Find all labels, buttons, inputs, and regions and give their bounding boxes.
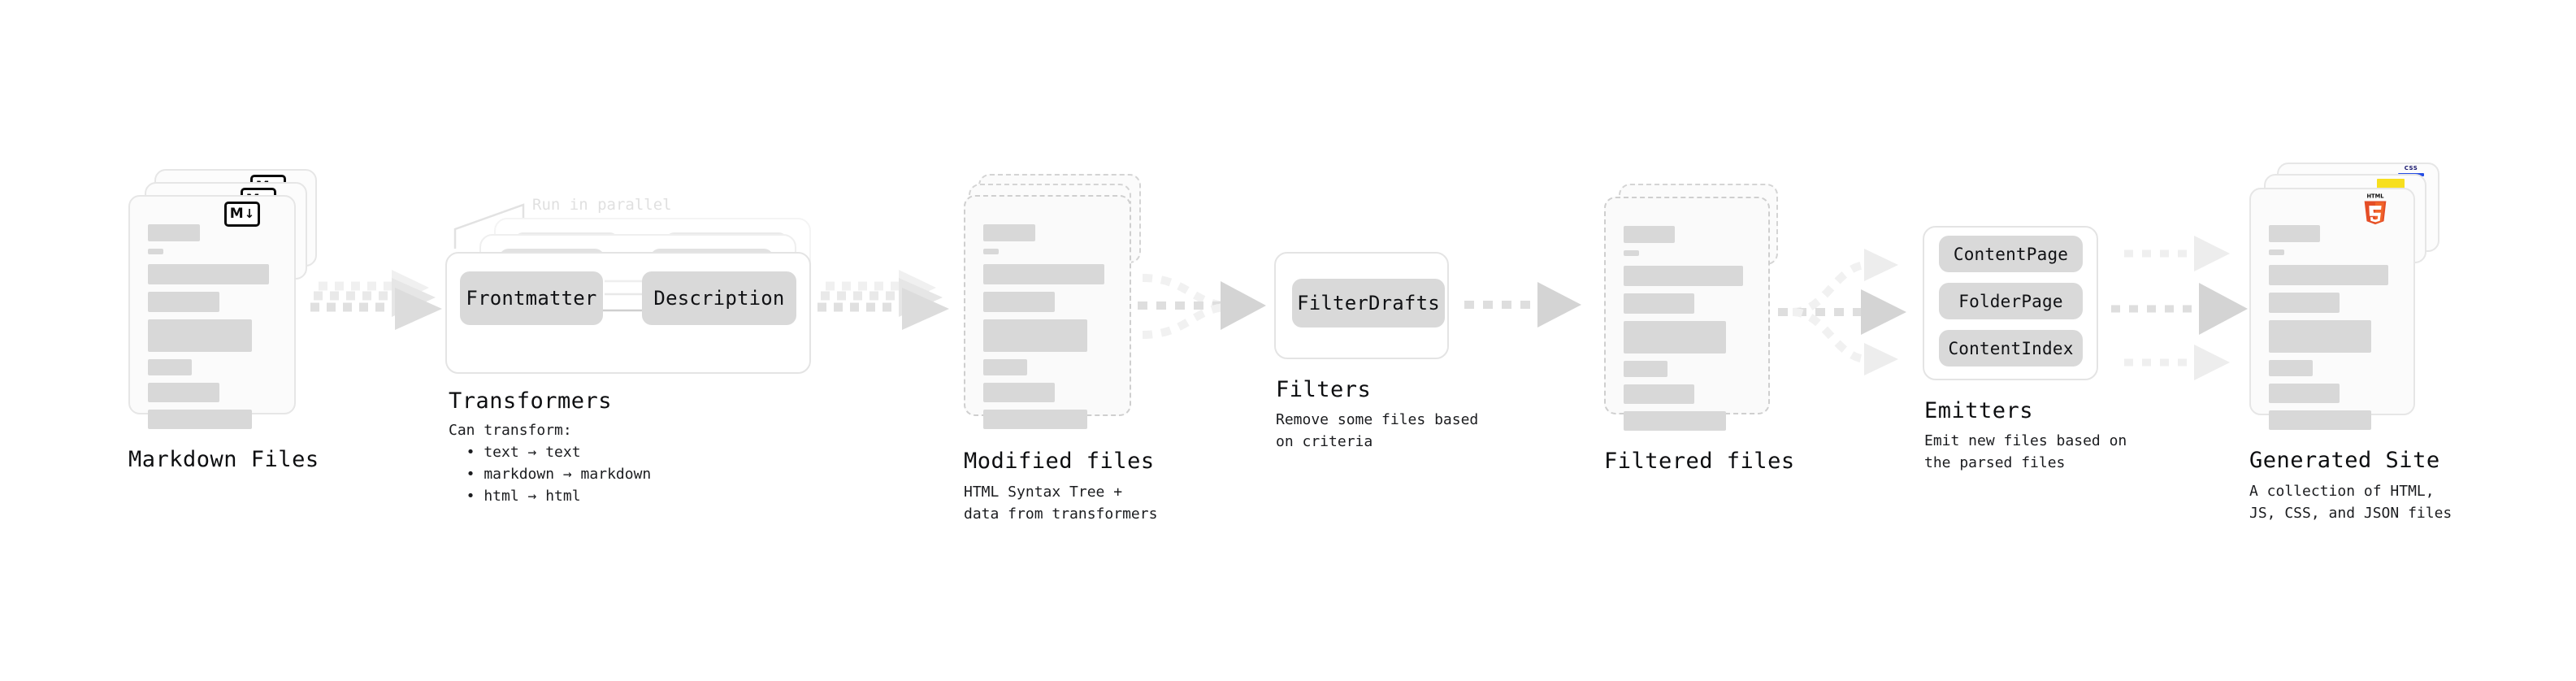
stage-subtitle-emitters: Emit new files based on the parsed files bbox=[1924, 432, 2127, 471]
html5-icon: HTML bbox=[2364, 193, 2387, 225]
content-bar bbox=[983, 264, 1104, 284]
transformer-pill-description[interactable]: Description bbox=[642, 271, 796, 325]
content-bar bbox=[2269, 384, 2340, 403]
flow-arrow-markdown-to-transformers bbox=[310, 270, 442, 330]
content-bar bbox=[2269, 265, 2388, 285]
content-bar bbox=[983, 224, 1035, 241]
stage-title-filtered-files: Filtered files bbox=[1604, 449, 1795, 474]
emitter-pill-folderpage[interactable]: FolderPage bbox=[1939, 283, 2083, 319]
file-content-bars bbox=[1624, 226, 1752, 438]
flow-arrow-filtered-to-emitters bbox=[1778, 249, 1906, 375]
content-bar bbox=[1624, 250, 1639, 256]
css-icon-label: CSS bbox=[2404, 165, 2418, 171]
content-bar bbox=[1624, 361, 1667, 377]
content-bar bbox=[1624, 384, 1694, 404]
content-bar bbox=[148, 383, 219, 402]
run-in-parallel-bracket bbox=[453, 203, 525, 249]
content-bar bbox=[2269, 249, 2284, 255]
markdown-file-card[interactable] bbox=[128, 195, 296, 429]
content-bar bbox=[2269, 410, 2372, 430]
filter-pill-filterdrafts[interactable]: FilterDrafts bbox=[1292, 279, 1445, 327]
content-bar bbox=[1624, 266, 1743, 286]
content-bar bbox=[148, 249, 164, 254]
content-bar bbox=[983, 383, 1055, 402]
stage-title-emitters: Emitters bbox=[1924, 398, 2034, 423]
content-bar bbox=[983, 249, 1000, 254]
content-bar bbox=[2269, 293, 2340, 313]
markdown-icon: M ↓ bbox=[224, 202, 260, 227]
content-bar bbox=[148, 410, 252, 429]
content-bar bbox=[1624, 226, 1676, 243]
content-bar bbox=[148, 359, 193, 375]
file-content-bars bbox=[2269, 225, 2397, 437]
content-bar bbox=[1624, 321, 1727, 354]
content-bar bbox=[983, 410, 1087, 429]
content-bar bbox=[148, 264, 269, 284]
content-bar bbox=[148, 292, 219, 312]
stage-title-modified-files: Modified files bbox=[964, 449, 1155, 474]
markdown-icon-m: M bbox=[229, 206, 244, 222]
stage-subtitle-generated-site: A collection of HTML, JS, CSS, and JSON … bbox=[2249, 483, 2452, 522]
content-bar bbox=[2269, 225, 2321, 242]
flow-arrow-modified-to-filters bbox=[1138, 274, 1266, 339]
flow-arrow-emitters-to-site bbox=[2111, 236, 2248, 380]
stage-subtitle-filters: Remove some files based on criteria bbox=[1276, 411, 1479, 450]
content-bar bbox=[2269, 360, 2313, 376]
content-bar bbox=[1624, 411, 1727, 431]
content-bar bbox=[983, 319, 1087, 352]
run-in-parallel-label: Run in parallel bbox=[532, 196, 672, 214]
markdown-icon-arrow: ↓ bbox=[244, 206, 255, 221]
stage-title-filters: Filters bbox=[1276, 377, 1372, 402]
emitter-pill-contentpage[interactable]: ContentPage bbox=[1939, 236, 2083, 272]
modified-file-card[interactable] bbox=[964, 195, 1131, 429]
content-bar bbox=[1624, 293, 1694, 314]
flow-arrow-filters-to-filtered bbox=[1464, 282, 1581, 327]
stage-title-transformers: Transformers bbox=[449, 388, 613, 414]
stage-subtitle-modified-files: HTML Syntax Tree + data from transformer… bbox=[964, 484, 1158, 523]
content-bar bbox=[2269, 320, 2372, 353]
transformer-pill-frontmatter[interactable]: Frontmatter bbox=[460, 271, 603, 325]
site-file-card[interactable] bbox=[2249, 188, 2415, 430]
emitter-pill-contentindex[interactable]: ContentIndex bbox=[1939, 330, 2083, 367]
file-content-bars bbox=[148, 224, 278, 436]
content-bar bbox=[148, 319, 252, 352]
content-bar bbox=[983, 359, 1028, 375]
stage-title-markdown-files: Markdown Files bbox=[128, 447, 319, 472]
stage-title-generated-site: Generated Site bbox=[2249, 448, 2440, 473]
content-bar bbox=[983, 292, 1055, 312]
content-bar bbox=[148, 224, 200, 241]
filtered-file-card[interactable] bbox=[1604, 197, 1770, 431]
file-content-bars bbox=[983, 224, 1113, 436]
svg-text:HTML: HTML bbox=[2366, 193, 2384, 200]
stage-subtitle-transformers: Can transform: • text → text • markdown … bbox=[449, 422, 652, 505]
flow-arrow-transformers-to-modified bbox=[817, 270, 949, 330]
